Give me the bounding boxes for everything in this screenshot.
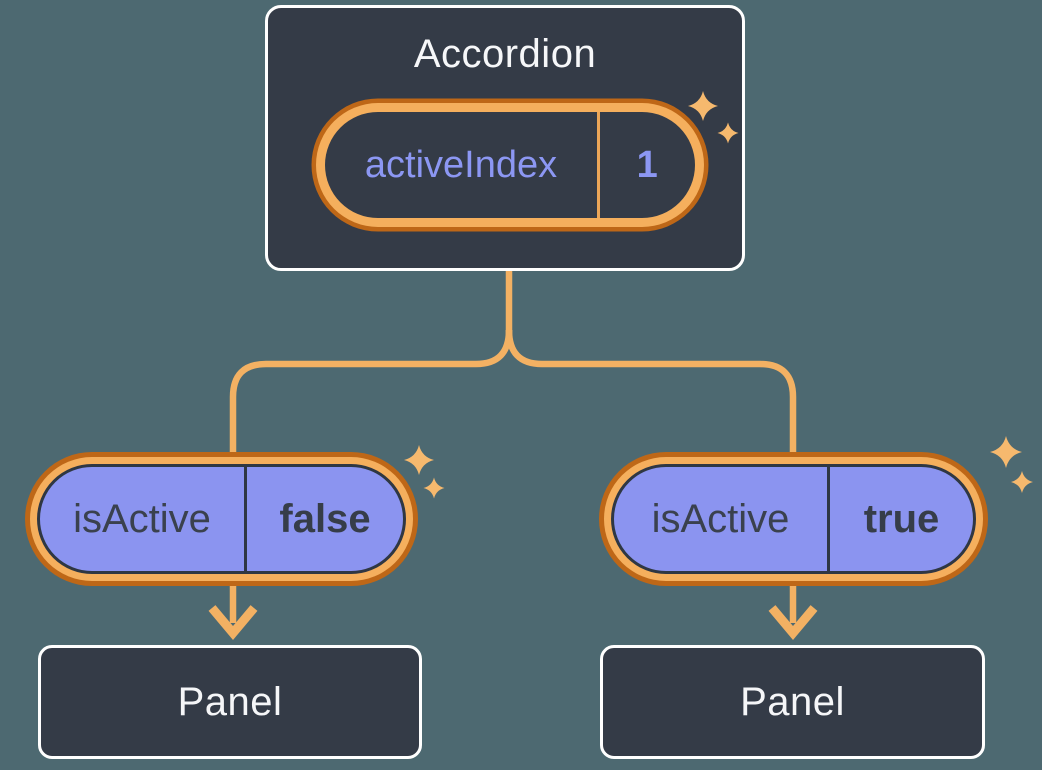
sparkle-icon [404, 445, 445, 499]
panel-card-right: Panel [600, 645, 985, 759]
panel-title: Panel [740, 679, 845, 724]
state-pill: activeIndex 1 [325, 112, 695, 218]
prop-name-label: isActive [651, 496, 790, 541]
arrow-down-icon [208, 605, 258, 640]
pill-divider [597, 112, 600, 218]
sparkle-icon [990, 436, 1033, 493]
connector-branch-right [505, 329, 797, 462]
panel-card-left: Panel [38, 645, 422, 759]
pill-divider [827, 467, 830, 571]
panel-title: Panel [177, 679, 283, 724]
prop-name-label: isActive [73, 496, 211, 541]
connector-branch-left [229, 329, 513, 462]
accordion-component-card: Accordion activeIndex 1 [265, 5, 745, 271]
pill-divider [244, 467, 247, 571]
arrow-down-icon [768, 605, 818, 640]
state-name-label: activeIndex [364, 143, 558, 186]
prop-pill-left: isActive false [37, 464, 406, 574]
prop-value-label: true [863, 496, 940, 541]
prop-pill-right: isActive true [611, 464, 976, 574]
state-value-label: 1 [636, 143, 658, 186]
sparkle-icon [688, 91, 739, 144]
prop-value-label: false [279, 496, 371, 541]
component-title: Accordion [413, 32, 597, 76]
